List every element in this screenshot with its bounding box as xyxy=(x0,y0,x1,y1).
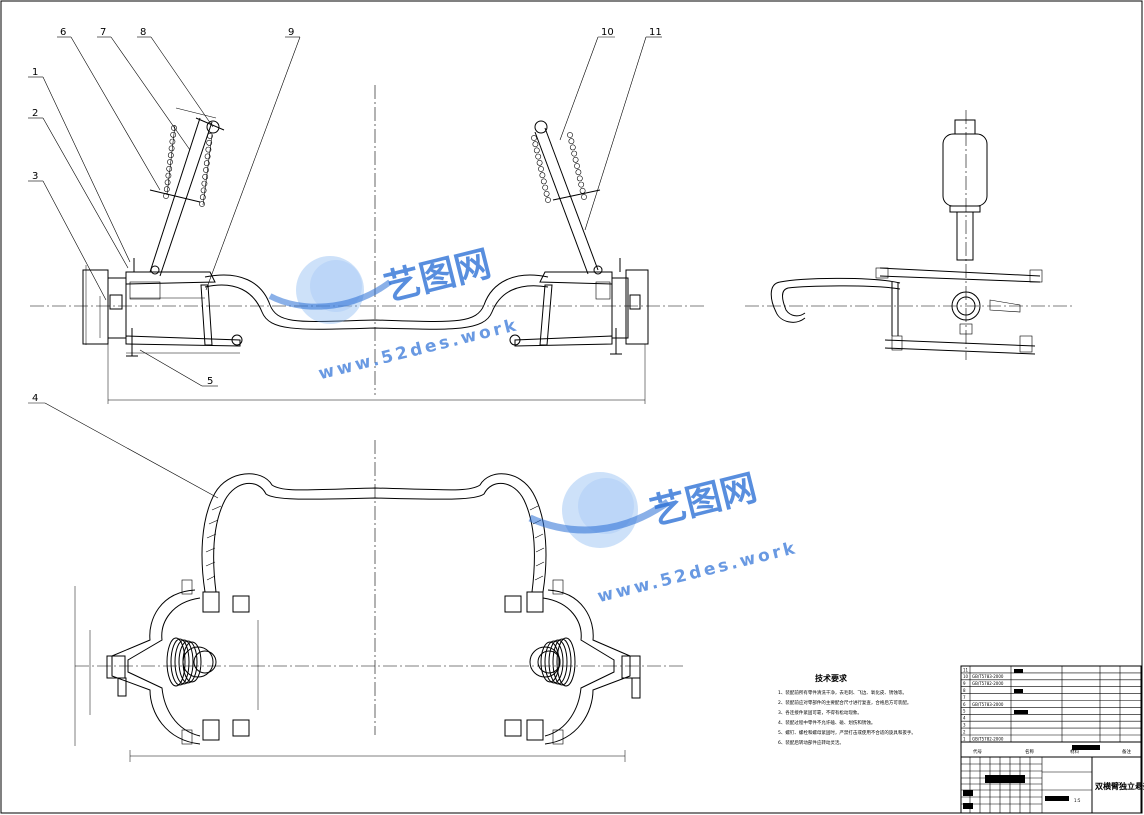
balloon-2: 2 xyxy=(32,108,38,119)
stabilizer-bar-top xyxy=(201,473,547,593)
right-upper-arm xyxy=(539,271,613,285)
front-view xyxy=(82,107,649,404)
parts-row-code: GB/T5782-2000 xyxy=(972,681,1004,686)
parts-row-no: 9 xyxy=(963,681,966,686)
parts-row-no: 1 xyxy=(963,736,966,741)
right-drop-link xyxy=(539,284,553,346)
left-upper-arm xyxy=(125,271,216,285)
tech-req-item: 6、装配后转动部件应转动灵活。 xyxy=(778,739,844,746)
technical-requirements: 技术要求 1、装配前所有零件清洗干净，去毛刺、飞边、氧化皮、锈蚀等。 2、装配前… xyxy=(778,673,916,746)
left-drop-link xyxy=(200,284,213,346)
balloon-8: 8 xyxy=(140,27,146,38)
header-material: 材料 xyxy=(1070,748,1079,755)
balloon-4: 4 xyxy=(32,393,38,404)
parts-row-code: GB/T5783-2000 xyxy=(972,702,1004,707)
right-frame-rail xyxy=(625,269,649,345)
tech-req-item: 2、装配前应对零部件的主要配合尺寸进行复查，合格后方可装配。 xyxy=(778,699,911,706)
side-upper-arm xyxy=(879,267,1041,277)
header-code: 代号 xyxy=(973,748,982,755)
parts-row-no: 6 xyxy=(963,702,966,707)
watermark-2: 艺图网 www.52des.work xyxy=(528,468,800,607)
parts-row-code: GB/T5783-2000 xyxy=(972,674,1004,679)
parts-row-no: 4 xyxy=(963,716,966,721)
top-view xyxy=(74,473,641,762)
watermark-chinese: 艺图网 xyxy=(380,243,495,309)
parts-row-no: 2 xyxy=(963,729,966,734)
side-stabilizer-bar xyxy=(770,277,901,323)
tech-req-item: 4、装配过程中零件不允许磕、碰、划伤和锈蚀。 xyxy=(778,719,875,726)
balloon-labels: 1 2 3 4 5 6 7 8 9 10 11 xyxy=(32,27,662,404)
parts-row-no: 8 xyxy=(963,688,966,693)
watermark-chinese-2: 艺图网 xyxy=(646,468,761,534)
balloon-3: 3 xyxy=(32,171,38,182)
parts-row-no: 3 xyxy=(963,723,966,728)
right-wishbone xyxy=(504,579,641,745)
parts-row-no: 11 xyxy=(963,667,969,672)
drawing-name: 双横臂独立悬架 xyxy=(1095,781,1144,791)
right-lower-arm xyxy=(514,335,613,347)
tech-req-item: 5、螺钉、螺栓和螺母紧固时，严禁打击或使用不合适的旋具和扳手。 xyxy=(778,729,916,736)
drawing-scale: 1:5 xyxy=(1074,798,1081,803)
left-wishbone xyxy=(106,579,250,745)
header-name: 名称 xyxy=(1025,748,1034,755)
parts-row-code: GB/T5782-2000 xyxy=(972,736,1004,741)
stabilizer-bar-front xyxy=(204,274,549,322)
watermark-1: 艺图网 www.52des.work xyxy=(268,243,521,384)
parts-row-no: 7 xyxy=(963,695,966,700)
center-lines xyxy=(30,85,1075,735)
balloon-1: 1 xyxy=(32,67,38,78)
left-coilover xyxy=(149,107,225,277)
left-frame-rail xyxy=(82,269,109,345)
balloon-10: 10 xyxy=(601,27,614,38)
side-lower-arm xyxy=(884,339,1036,347)
tech-req-title: 技术要求 xyxy=(815,673,848,683)
leader-lines xyxy=(28,36,662,499)
right-coilover xyxy=(531,120,603,275)
header-remark: 备注 xyxy=(1122,748,1131,755)
tech-req-item: 3、各连接件紧固可靠，不得有松动现象。 xyxy=(778,709,862,716)
balloon-5: 5 xyxy=(207,376,213,387)
balloon-7: 7 xyxy=(100,27,106,38)
watermark-url-2: www.52des.work xyxy=(596,538,800,607)
watermark-url: www.52des.work xyxy=(317,315,521,384)
balloon-11: 11 xyxy=(649,27,662,38)
left-lower-arm xyxy=(125,335,241,347)
parts-row-no: 5 xyxy=(963,709,966,714)
side-shock-body xyxy=(942,133,988,207)
balloon-9: 9 xyxy=(288,27,294,38)
side-view xyxy=(770,119,1043,355)
tech-req-item: 1、装配前所有零件清洗干净，去毛刺、飞边、氧化皮、锈蚀等。 xyxy=(778,689,907,696)
balloon-6: 6 xyxy=(60,27,66,38)
parts-row-no: 10 xyxy=(963,674,969,679)
